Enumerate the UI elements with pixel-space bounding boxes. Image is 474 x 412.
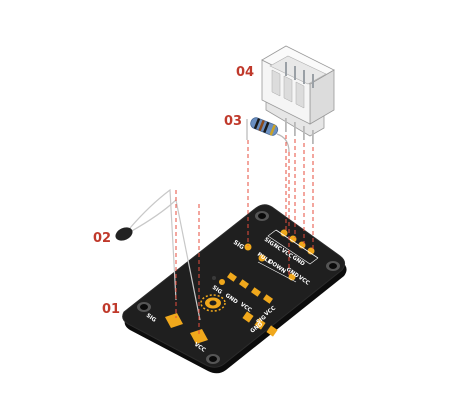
pcb-board: SIG SIG NC VCC GND PULL DOWN GND VCC SIG… <box>122 204 347 374</box>
jst-connector <box>261 45 335 144</box>
callout-01: 01 <box>102 302 120 317</box>
silk-vcc-top: VCC <box>280 248 294 260</box>
connector-slots <box>271 69 305 109</box>
connector-legs <box>285 118 314 144</box>
callout-03: 03 <box>224 114 242 129</box>
silk-edge-vcc: VCC <box>193 342 207 354</box>
resistor-pads <box>257 254 297 283</box>
silk-center-sig: SIG <box>211 285 223 296</box>
silk-front-sig: SIG <box>256 314 268 325</box>
callout-02: 02 <box>93 231 111 246</box>
resistor <box>246 117 290 153</box>
silk-vcc-mid: VCC <box>297 275 311 287</box>
connector-pins <box>285 62 314 88</box>
mounting-holes <box>137 211 340 364</box>
silk-nc-top: NC <box>272 243 283 253</box>
thermistor-pads <box>165 313 208 344</box>
silk-sig-top: SIG <box>263 237 275 248</box>
center-ring-pad <box>200 294 226 312</box>
silk-center-vcc: VCC <box>239 302 253 314</box>
front-connector-pads <box>242 311 278 337</box>
sig-pad-left <box>244 243 252 251</box>
silk-edge-sig: SIG <box>145 313 157 324</box>
assembly-guides <box>175 135 314 334</box>
callout-04: 04 <box>236 65 254 80</box>
smd-pads <box>212 272 273 304</box>
